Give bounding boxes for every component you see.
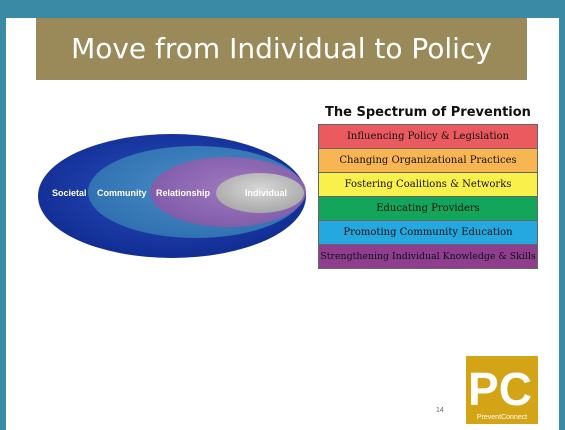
nested-ellipses-diagram: Societal Community Relationship Individu… bbox=[38, 134, 306, 258]
spectrum-level: Influencing Policy & Legislation bbox=[319, 125, 537, 149]
venn-label-individual: Individual bbox=[245, 188, 287, 198]
slide: Move from Individual to Policy bbox=[6, 0, 559, 430]
logo-text: PreventConnect bbox=[476, 414, 528, 421]
top-accent-bar bbox=[6, 0, 559, 18]
title-bar: Move from Individual to Policy bbox=[36, 18, 527, 80]
spectrum-level: Fostering Coalitions & Networks bbox=[319, 173, 537, 197]
spectrum-level: Educating Providers bbox=[319, 197, 537, 221]
venn-label-societal: Societal bbox=[52, 188, 87, 198]
venn-label-relationship: Relationship bbox=[156, 188, 211, 198]
spectrum-level: Promoting Community Education bbox=[319, 221, 537, 245]
venn-label-community: Community bbox=[97, 188, 147, 198]
svg-text:PC: PC bbox=[468, 363, 532, 415]
spectrum-title: The Spectrum of Prevention bbox=[325, 105, 531, 120]
spectrum-level: Changing Organizational Practices bbox=[319, 149, 537, 173]
page-number: 14 bbox=[436, 407, 444, 414]
spectrum-level: Strengthening Individual Knowledge & Ski… bbox=[319, 245, 537, 268]
preventconnect-logo: PC PreventConnect bbox=[466, 356, 538, 424]
slide-title: Move from Individual to Policy bbox=[71, 32, 492, 65]
individual-ellipse bbox=[216, 173, 304, 213]
pc-logo-icon: PC bbox=[466, 356, 538, 424]
